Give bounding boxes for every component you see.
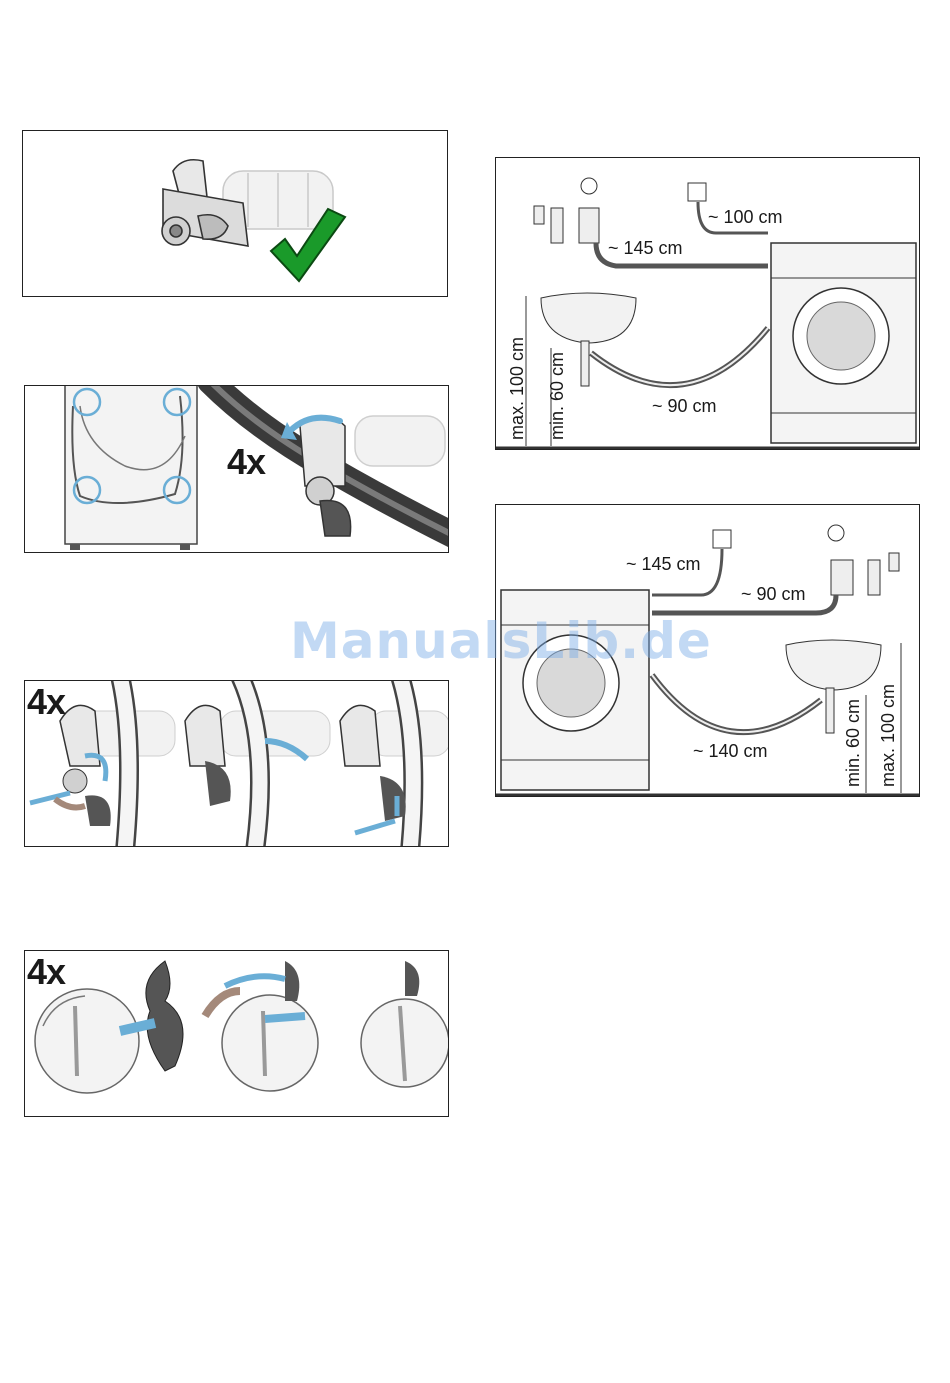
dimension-label: ~ 140 cm [693, 742, 768, 760]
step-2 [185, 681, 330, 847]
dimension-label: max. 100 cm [508, 337, 526, 440]
dimension-label: min. 60 cm [548, 352, 566, 440]
water-tap [828, 525, 899, 595]
panel-cover-steps: 4x [24, 950, 449, 1117]
cover-step-2 [205, 961, 318, 1091]
arrow-blue-icon [225, 976, 285, 986]
washing-machine [501, 590, 649, 790]
washer-rear-view [65, 386, 197, 550]
dimension-label: ~ 100 cm [708, 208, 783, 226]
arrow-left-icon [355, 821, 395, 833]
panel-unclip-steps: 4x [24, 680, 449, 847]
dimension-label: ~ 90 cm [652, 397, 717, 415]
socket-icon [688, 183, 706, 201]
dimension-label: ~ 145 cm [608, 239, 683, 257]
quantity-label: 4x [27, 681, 65, 723]
quantity-label: 4x [27, 951, 65, 993]
cover-step-3 [361, 961, 449, 1087]
arrow-left-icon [265, 1016, 305, 1019]
unclip-steps-illustration [25, 681, 449, 847]
basin [786, 640, 881, 733]
dimension-label: ~ 90 cm [741, 585, 806, 603]
washing-machine [771, 243, 916, 443]
cover-cap [146, 961, 183, 1071]
arrow-brown-icon [55, 799, 85, 807]
dimension-label: max. 100 cm [879, 684, 897, 787]
socket-icon [713, 530, 731, 548]
cover-steps-illustration [25, 951, 449, 1117]
clamp-illustration [23, 131, 448, 297]
panel-clamp-correct [22, 130, 448, 297]
panel-remove-transport-bolts: 4x [24, 385, 449, 553]
dimension-label: ~ 145 cm [626, 555, 701, 573]
install-diagram-right: ~ 145 cm ~ 90 cm ~ 140 cm min. 60 cm max… [495, 504, 920, 797]
install-diagram-left: ~ 145 cm ~ 100 cm ~ 90 cm max. 100 cm mi… [495, 157, 920, 450]
step-3 [340, 681, 449, 847]
dimension-label: min. 60 cm [844, 699, 862, 787]
transport-bolt-ghost [355, 416, 445, 466]
water-tap [534, 178, 599, 243]
clamp-on-hose [300, 416, 351, 536]
quantity-label: 4x [227, 441, 265, 483]
